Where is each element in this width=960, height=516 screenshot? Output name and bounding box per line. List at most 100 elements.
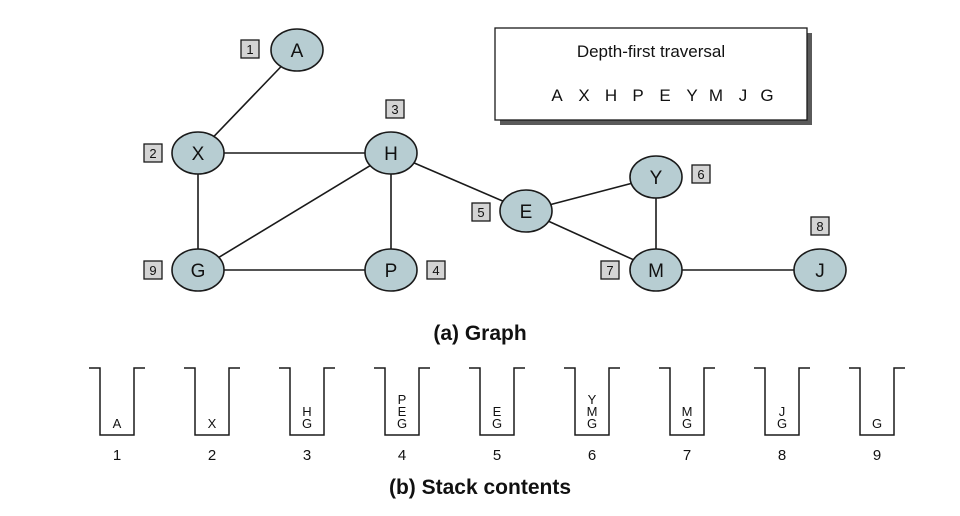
order-box xyxy=(691,164,711,184)
order-box xyxy=(240,39,260,59)
legend-sequence-item: A xyxy=(551,86,563,105)
stack-item: G xyxy=(587,416,597,431)
stack-outline xyxy=(659,367,715,436)
node-shape xyxy=(499,189,553,233)
node-g: G9 xyxy=(143,248,225,292)
node-shape xyxy=(629,155,683,199)
order-badge-y: 6 xyxy=(691,164,711,184)
stack-item: J xyxy=(779,404,786,419)
legend-sequence-item: Y xyxy=(686,86,697,105)
stack-outline xyxy=(754,367,810,436)
stack-step-number: 8 xyxy=(778,447,786,464)
stack-item: Y xyxy=(588,392,597,407)
order-badge-a: 1 xyxy=(240,39,260,59)
stack-item: G xyxy=(492,416,502,431)
legend-sequence-item: X xyxy=(578,86,589,105)
legend-title: Depth-first traversal xyxy=(577,42,725,61)
order-badge-x: 2 xyxy=(143,143,163,163)
node-x: X2 xyxy=(143,131,225,175)
order-badge-h: 3 xyxy=(385,99,405,119)
stack-item: E xyxy=(493,404,502,419)
stack-step-number: 3 xyxy=(303,447,311,464)
order-box xyxy=(143,260,163,280)
stack-item: A xyxy=(113,416,122,431)
stack-outline xyxy=(564,367,620,436)
stack-step-number: 6 xyxy=(588,447,596,464)
order-number: 8 xyxy=(816,219,823,234)
legend-sequence-item: H xyxy=(605,86,617,105)
stack-3: HG3 xyxy=(279,367,335,464)
node-shape xyxy=(793,248,847,292)
node-label: A xyxy=(291,41,304,62)
stack-item: G xyxy=(682,416,692,431)
node-label: E xyxy=(520,202,533,223)
node-label: M xyxy=(648,261,664,282)
stack-item: G xyxy=(302,416,312,431)
node-a: A1 xyxy=(240,28,324,72)
stack-item: P xyxy=(398,392,407,407)
graph-caption: (a) Graph xyxy=(433,322,526,345)
legend-sequence-item: M xyxy=(709,86,723,105)
stack-outline xyxy=(89,367,145,436)
order-box xyxy=(471,202,491,222)
stack-5: EG 5 xyxy=(469,367,525,464)
stack-item: M xyxy=(682,404,693,419)
node-e: E5 xyxy=(471,189,553,233)
stack-item: E xyxy=(398,404,407,419)
stack-item: M xyxy=(587,404,598,419)
order-number: 1 xyxy=(246,42,253,57)
order-number: 5 xyxy=(477,205,484,220)
stack-outline xyxy=(184,367,240,436)
node-j: J8 xyxy=(793,216,847,292)
stack-item: G xyxy=(872,416,882,431)
order-badge-m: 7 xyxy=(600,260,620,280)
node-m: M7 xyxy=(600,248,683,292)
order-number: 9 xyxy=(149,263,156,278)
stack-caption: (b) Stack contents xyxy=(389,476,571,499)
stack-step-number: 1 xyxy=(113,447,121,464)
node-shape xyxy=(364,248,418,292)
order-box xyxy=(426,260,446,280)
legend-sequence-item: J xyxy=(739,86,748,105)
stack-item: G xyxy=(777,416,787,431)
node-label: H xyxy=(384,144,398,165)
legend-sequence-item: G xyxy=(760,86,773,105)
stack-step-number: 7 xyxy=(683,447,691,464)
stack-outline xyxy=(469,367,525,436)
stack-step-number: 9 xyxy=(873,447,881,464)
node-shape xyxy=(629,248,683,292)
order-number: 2 xyxy=(149,146,156,161)
order-box xyxy=(385,99,405,119)
node-shape xyxy=(364,131,418,175)
order-box xyxy=(810,216,830,236)
stack-step-number: 2 xyxy=(208,447,216,464)
edge-h-g xyxy=(197,152,392,271)
stack-8: JG 8 xyxy=(754,367,810,464)
order-number: 4 xyxy=(432,263,439,278)
node-h: H3 xyxy=(364,99,418,175)
legend-sequence-item: E xyxy=(659,86,670,105)
node-shape xyxy=(171,131,225,175)
stack-6: YMG 6 xyxy=(564,367,620,464)
node-label: Y xyxy=(650,168,663,189)
stack-item: G xyxy=(397,416,407,431)
order-number: 6 xyxy=(697,167,704,182)
order-badge-j: 8 xyxy=(810,216,830,236)
stack-1: A1 xyxy=(89,367,145,464)
stack-step-number: 5 xyxy=(493,447,501,464)
stack-outline xyxy=(374,367,430,436)
order-badge-g: 9 xyxy=(143,260,163,280)
order-badge-e: 5 xyxy=(471,202,491,222)
node-shape xyxy=(171,248,225,292)
legend-sequence-item: P xyxy=(632,86,643,105)
stack-outline xyxy=(279,367,335,436)
order-box xyxy=(600,260,620,280)
